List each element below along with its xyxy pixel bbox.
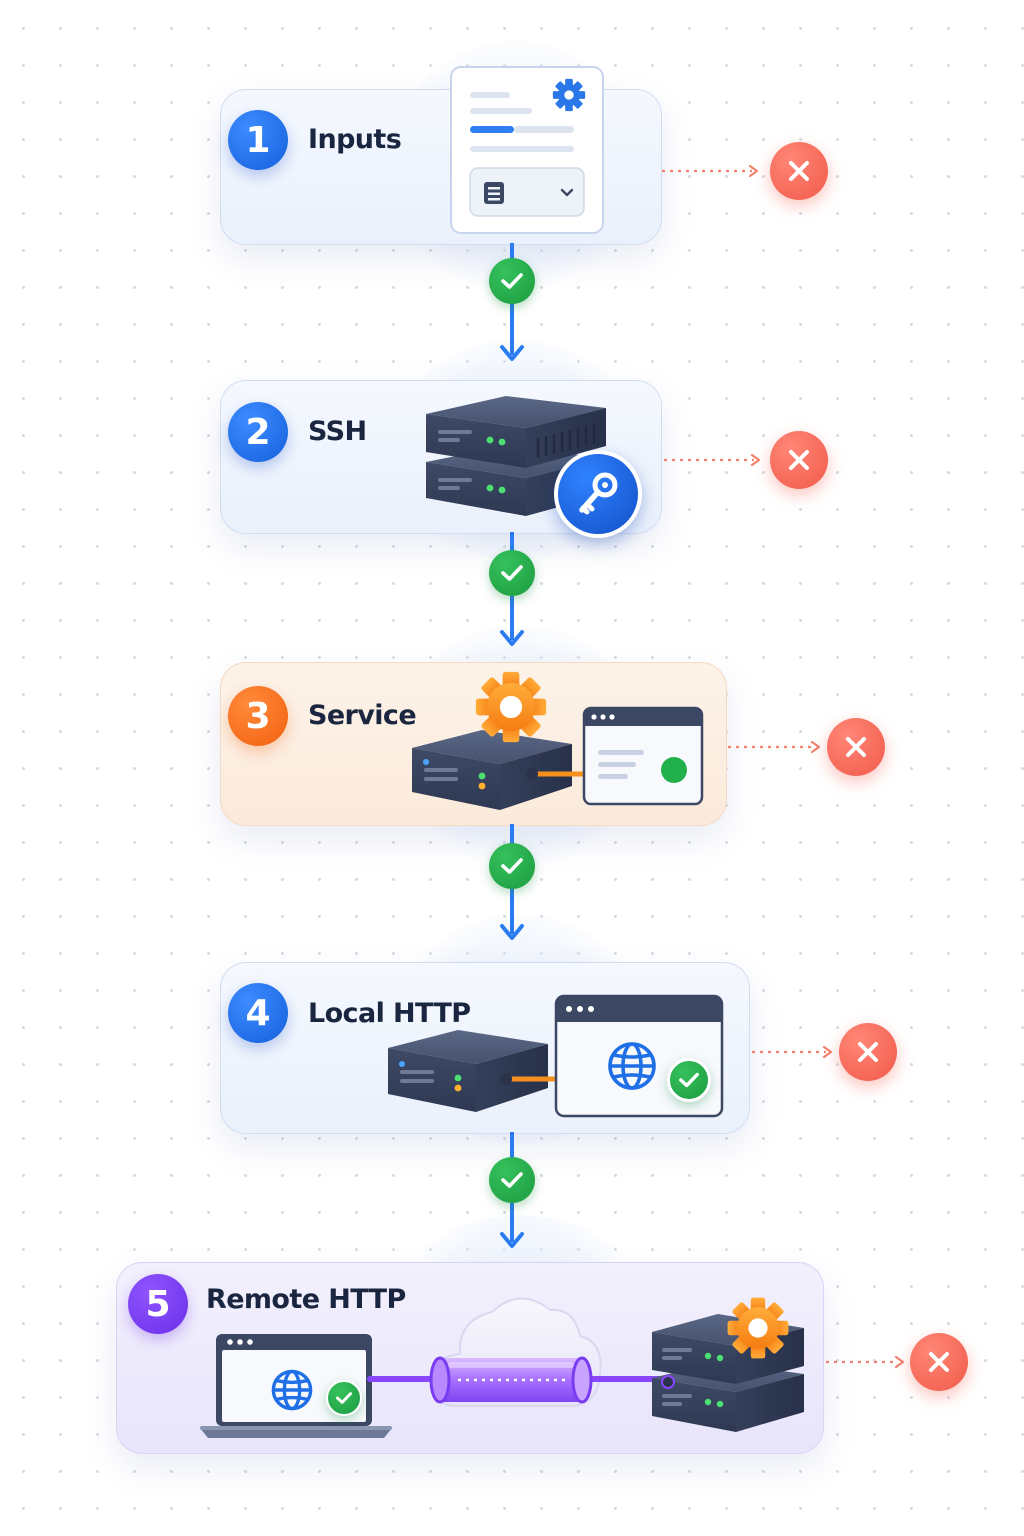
failure-badge-step-2 <box>770 431 828 489</box>
failure-arrow <box>664 453 761 467</box>
key-icon <box>579 472 618 515</box>
x-icon <box>846 737 866 757</box>
step-1-label: Inputs <box>308 124 402 155</box>
step-1-number-badge: 1 <box>228 110 288 170</box>
step-5-label: Remote HTTP <box>206 1284 406 1315</box>
check-icon <box>501 565 523 581</box>
failure-arrow <box>662 164 759 178</box>
browser-window-icon <box>582 706 704 806</box>
globe-icon <box>271 1369 313 1411</box>
gear-icon <box>727 1297 789 1359</box>
key-badge <box>554 450 642 538</box>
connector-cable <box>500 1073 561 1085</box>
failure-arrow <box>728 740 821 754</box>
step-3-label: Service <box>308 700 417 731</box>
step-2-number-badge: 2 <box>228 402 288 462</box>
success-badge-2 <box>489 550 535 596</box>
step-5-number-badge: 5 <box>128 1274 188 1334</box>
x-icon <box>858 1042 878 1062</box>
server-icon <box>388 1030 548 1112</box>
failure-arrow <box>752 1045 833 1059</box>
failure-badge-step-3 <box>827 718 885 776</box>
gear-icon <box>475 671 547 743</box>
failure-badge-step-5 <box>910 1333 968 1391</box>
success-badge-remote-http <box>326 1380 362 1416</box>
tunnel-icon <box>367 1356 675 1404</box>
step-4-label: Local HTTP <box>308 998 471 1029</box>
step-3-number-badge: 3 <box>228 686 288 746</box>
check-icon <box>679 1072 699 1088</box>
failure-badge-step-4 <box>839 1023 897 1081</box>
connector-cable <box>526 768 587 780</box>
step-2-label: SSH <box>308 416 367 447</box>
success-badge-local-http <box>667 1058 711 1102</box>
check-icon <box>501 273 523 289</box>
success-badge-3 <box>489 843 535 889</box>
success-badge-1 <box>489 258 535 304</box>
x-icon <box>789 161 809 181</box>
check-icon <box>501 858 523 874</box>
form-icon <box>450 66 604 234</box>
check-icon <box>501 1172 523 1188</box>
failure-badge-step-1 <box>770 142 828 200</box>
x-icon <box>789 450 809 470</box>
globe-icon <box>608 1042 656 1090</box>
check-icon <box>336 1392 352 1404</box>
x-icon <box>929 1352 949 1372</box>
failure-arrow <box>826 1355 905 1369</box>
success-badge-4 <box>489 1157 535 1203</box>
step-4-number-badge: 4 <box>228 983 288 1043</box>
gear-icon <box>552 78 586 112</box>
